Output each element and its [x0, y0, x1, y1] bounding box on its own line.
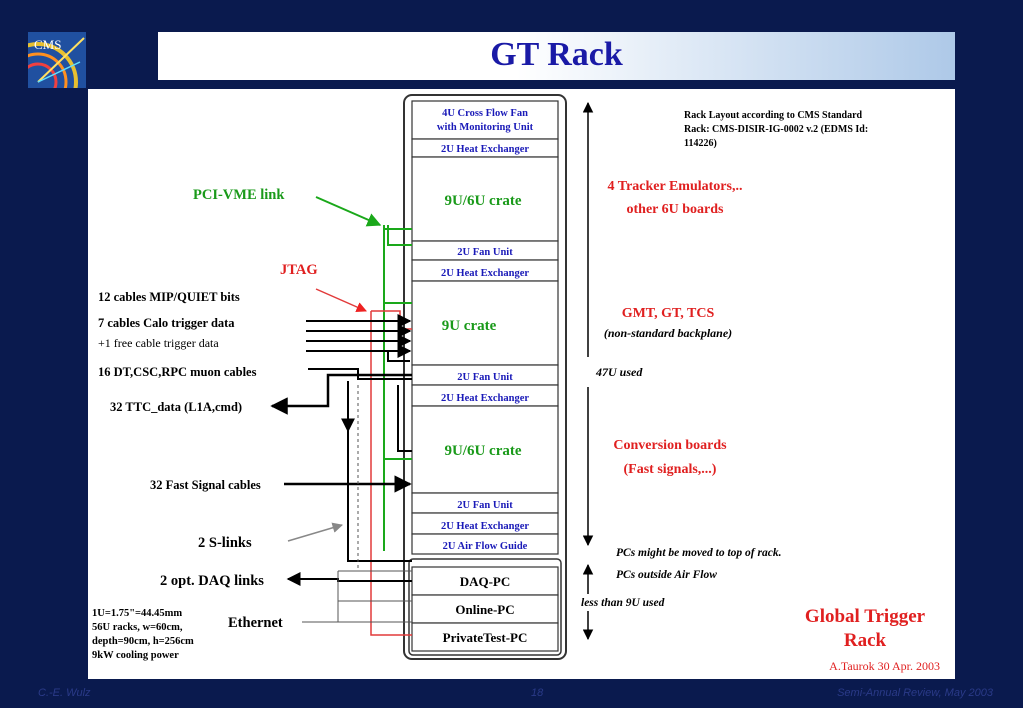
pci-vme-label: PCI-VME link — [193, 187, 285, 203]
unit-air-flow-guide — [411, 533, 559, 555]
fast-signal-label: 32 Fast Signal cables — [150, 478, 261, 492]
slink-bus — [347, 431, 412, 562]
label-crate-1: 9U/6U crate — [444, 193, 521, 209]
unit-online-pc — [411, 594, 559, 624]
label-airflow: 2U Air Flow Guide — [443, 541, 528, 552]
gmt-label: GMT, GT, TCS — [622, 306, 715, 321]
pcs-moved-label: PCs might be moved to top of rack. — [616, 547, 781, 559]
label-fan-top-2: with Monitoring Unit — [437, 122, 534, 133]
ttc-label: 32 TTC_data (L1A,cmd) — [110, 400, 242, 414]
unit-crate-1 — [411, 156, 559, 242]
diagram-panel: 4U Cross Flow Fan with Monitoring Unit 2… — [88, 89, 955, 679]
cms-logo: CMS — [0, 32, 86, 122]
label-hx-2: 2U Heat Exchanger — [441, 268, 529, 279]
footer-page-number: 18 — [531, 687, 544, 699]
spec-line-3: depth=90cm, h=256cm — [92, 636, 194, 647]
label-fan-top-1: 4U Cross Flow Fan — [442, 108, 528, 119]
standard-line-2: Rack: CMS-DISIR-IG-0002 v.2 (EDMS Id: — [684, 124, 868, 135]
tracker-label-1: 4 Tracker Emulators,.. — [608, 179, 743, 194]
rack-diagram: 4U Cross Flow Fan with Monitoring Unit 2… — [92, 94, 940, 673]
gtr-label-2: Rack — [844, 630, 887, 651]
used-label: 47U used — [595, 365, 643, 379]
pcs-outside-label: PCs outside Air Flow — [616, 569, 717, 581]
title-bar: GT Rack — [158, 32, 955, 80]
spec-line-1: 1U=1.75"=44.45mm — [92, 608, 182, 619]
label-online-pc: Online-PC — [455, 602, 514, 617]
label-fan-3: 2U Fan Unit — [457, 500, 513, 511]
logo-text: CMS — [34, 37, 61, 52]
label-hx-3: 2U Heat Exchanger — [441, 393, 529, 404]
author-label: A.Taurok 30 Apr. 2003 — [829, 659, 940, 673]
muon-cable-crate3 — [397, 385, 412, 452]
standard-line-3: 114226) — [684, 138, 717, 149]
label-crate-3: 9U/6U crate — [444, 443, 521, 459]
jtag-line — [370, 311, 412, 636]
jtag-pointer — [315, 288, 367, 312]
rack-outline — [403, 94, 567, 660]
spec-line-4: 9kW cooling power — [92, 650, 179, 661]
pc-section-outline — [408, 558, 562, 656]
label-crate-2: 9U crate — [442, 318, 497, 334]
daq-links-label: 2 opt. DAQ links — [160, 573, 264, 589]
jtag-label: JTAG — [280, 262, 318, 278]
slide-title: GT Rack — [490, 36, 623, 73]
free-cable-label: +1 free cable trigger data — [98, 336, 219, 350]
conv-label-1: Conversion boards — [613, 438, 727, 453]
label-fan-2: 2U Fan Unit — [457, 372, 513, 383]
conv-label-2: (Fast signals,...) — [624, 462, 717, 477]
muon-cable-branch — [387, 351, 410, 362]
footer-event: Semi-Annual Review, May 2003 — [837, 687, 993, 699]
pci-vme-pointer — [315, 196, 382, 227]
slinks-label: 2 S-links — [198, 535, 252, 551]
label-hx-1: 2U Heat Exchanger — [441, 144, 529, 155]
muon-label: 16 DT,CSC,RPC muon cables — [98, 365, 257, 379]
unit-crate-3 — [411, 405, 559, 494]
tracker-label-2: other 6U boards — [627, 202, 725, 217]
standard-line-1: Rack Layout according to CMS Standard — [684, 110, 863, 121]
calo-label: 7 cables Calo trigger data — [98, 316, 235, 330]
unit-daq-pc — [411, 566, 559, 596]
pci-vme-loop — [387, 225, 412, 246]
unit-cross-flow-fan — [411, 100, 559, 140]
nonstd-label: (non-standard backplane) — [604, 326, 732, 340]
label-daq-pc: DAQ-PC — [460, 574, 511, 589]
spec-line-2: 56U racks, w=60cm, — [92, 622, 183, 633]
unit-private-pc — [411, 622, 559, 652]
slink-pointer — [287, 522, 344, 542]
mip-label: 12 cables MIP/QUIET bits — [98, 290, 240, 304]
less-9u-label: less than 9U used — [581, 597, 665, 609]
ttc-arrow — [270, 373, 412, 415]
gtr-label-1: Global Trigger — [805, 606, 926, 627]
label-private-pc: PrivateTest-PC — [443, 630, 528, 645]
label-hx-4: 2U Heat Exchanger — [441, 521, 529, 532]
daq-links-arrow — [286, 572, 412, 586]
label-fan-1: 2U Fan Unit — [457, 247, 513, 258]
footer-author: C.-E. Wulz — [38, 687, 91, 699]
ethernet-label: Ethernet — [228, 615, 283, 631]
